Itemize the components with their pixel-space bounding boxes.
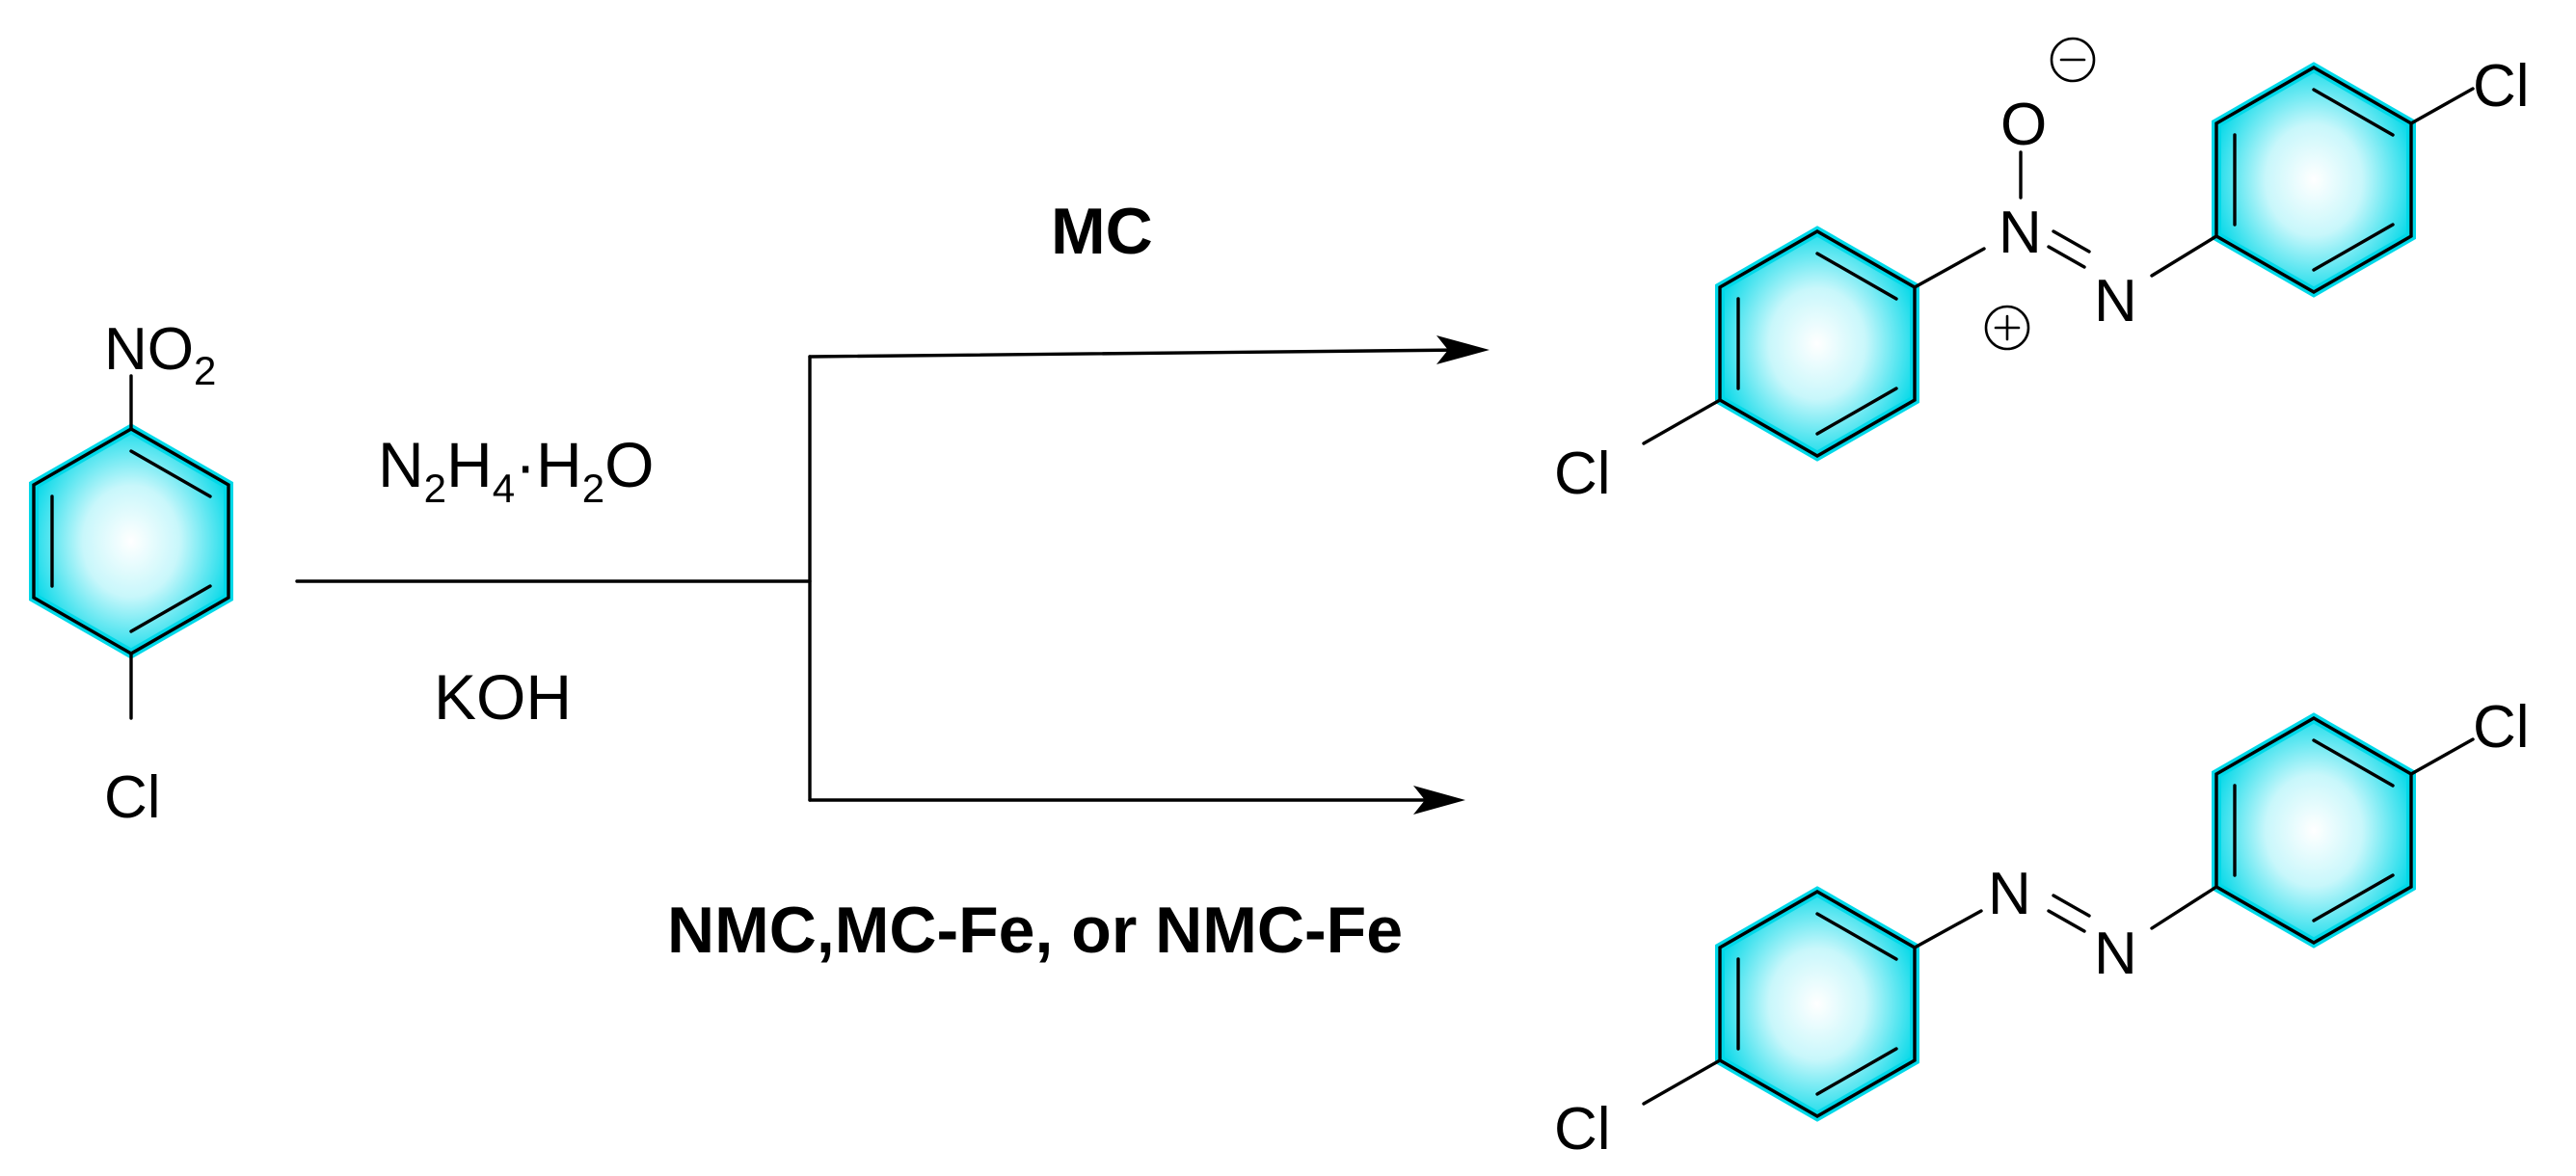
reaction-arrows	[295, 335, 1489, 815]
azo-chloro-left: Cl	[1554, 1096, 1611, 1163]
azo-chloro-right: Cl	[2473, 694, 2530, 761]
product-azo: N N Cl Cl	[1554, 694, 2530, 1163]
azo-nitrogen-2: N	[2094, 921, 2137, 987]
azoxy-negative-charge	[2050, 37, 2096, 83]
lower-arrowhead	[1413, 786, 1465, 815]
azoxy-left-ring	[1715, 226, 1919, 462]
azoxy-oxygen: O	[2000, 92, 2047, 158]
azoxy-n-oxide-nitrogen: N	[1999, 200, 2042, 266]
azo-nitrogen-1: N	[1988, 861, 2031, 927]
catalyst-lower-label: NMC,MC-Fe, or NMC-Fe	[667, 894, 1403, 967]
azo-right-ring	[2212, 712, 2416, 949]
reagent-koh: KOH	[434, 661, 572, 733]
reactant-chloro-label: Cl	[104, 764, 161, 831]
azoxy-nitrogen: N	[2094, 268, 2137, 334]
azoxy-right-ring	[2212, 62, 2416, 298]
azoxy-positive-charge	[1984, 305, 2030, 351]
azoxy-chloro-right: Cl	[2473, 53, 2530, 120]
reactant-benzene-ring	[29, 423, 233, 659]
reagent-hydrazine-hydrate: N2H4·H2O	[378, 429, 654, 511]
reactant-nitro-label: NO2	[104, 316, 216, 393]
catalyst-upper-label: MC	[1051, 195, 1153, 268]
upper-arrowhead	[1436, 335, 1489, 364]
azoxy-chloro-left: Cl	[1554, 441, 1611, 507]
reactant-4-chloronitrobenzene: NO2 Cl	[29, 316, 233, 831]
azo-left-ring	[1715, 886, 1919, 1122]
product-azoxy: O N N Cl Cl	[1554, 37, 2530, 507]
